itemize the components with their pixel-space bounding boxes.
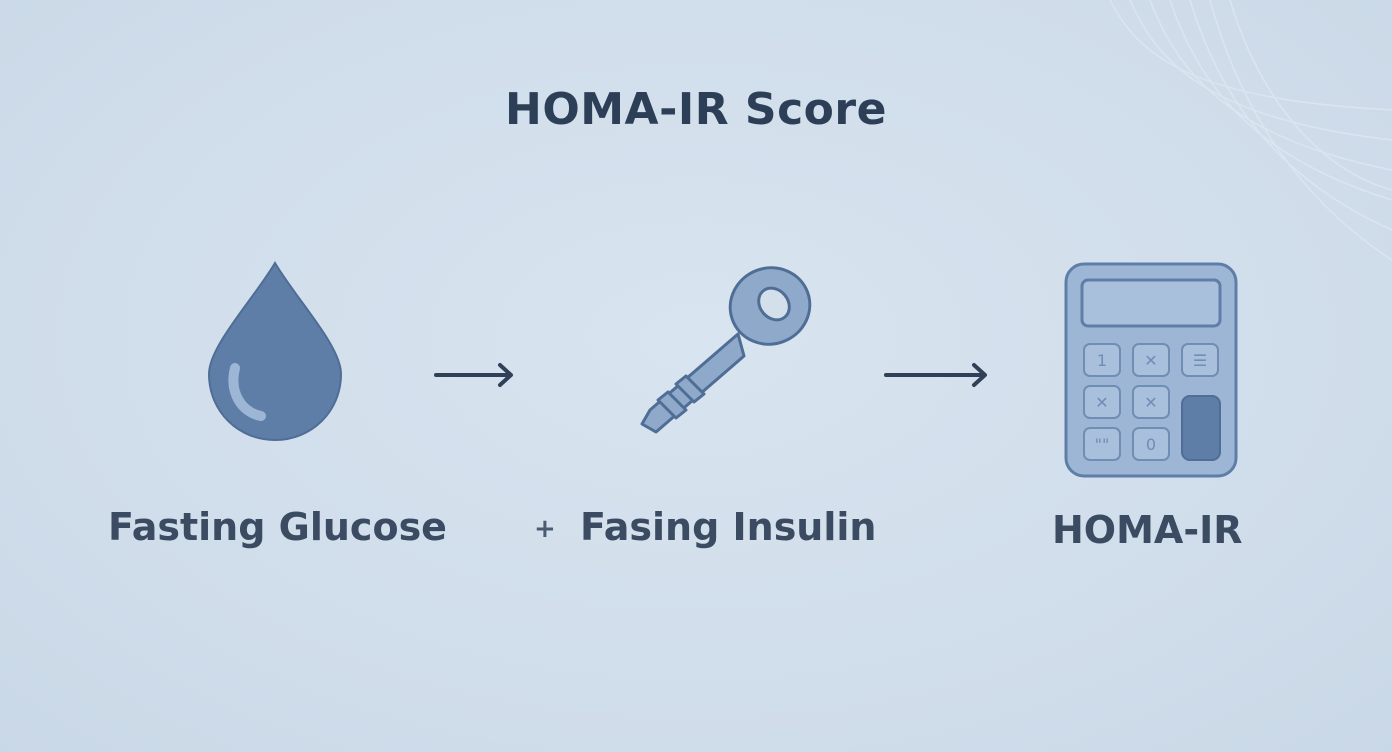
glucose-label: Fasting Glucose: [108, 505, 447, 549]
homa-ir-label: HOMA-IR: [1052, 508, 1243, 552]
blood-drop-icon: [207, 261, 343, 442]
plus-operator: +: [534, 514, 556, 544]
arrow-right-icon: [884, 363, 987, 387]
calc-key-label: ✕: [1144, 351, 1157, 370]
calc-key-label: 0: [1146, 435, 1156, 454]
calc-key-label: ✕: [1144, 393, 1157, 412]
page-title: HOMA-IR Score: [505, 84, 887, 135]
insulin-label: Fasing Insulin: [580, 505, 877, 549]
calculator-icon: 1 ✕ ☰ ✕ ✕ "" 0: [1064, 262, 1238, 478]
key-icon: [640, 266, 812, 434]
calc-key-label: ☰: [1193, 351, 1207, 370]
calc-key-label: ✕: [1095, 393, 1108, 412]
calc-key-label: 1: [1097, 351, 1107, 370]
calc-key-label: "": [1095, 435, 1110, 454]
decorative-swirl: [1109, 0, 1392, 261]
arrow-right-icon: [434, 363, 513, 387]
